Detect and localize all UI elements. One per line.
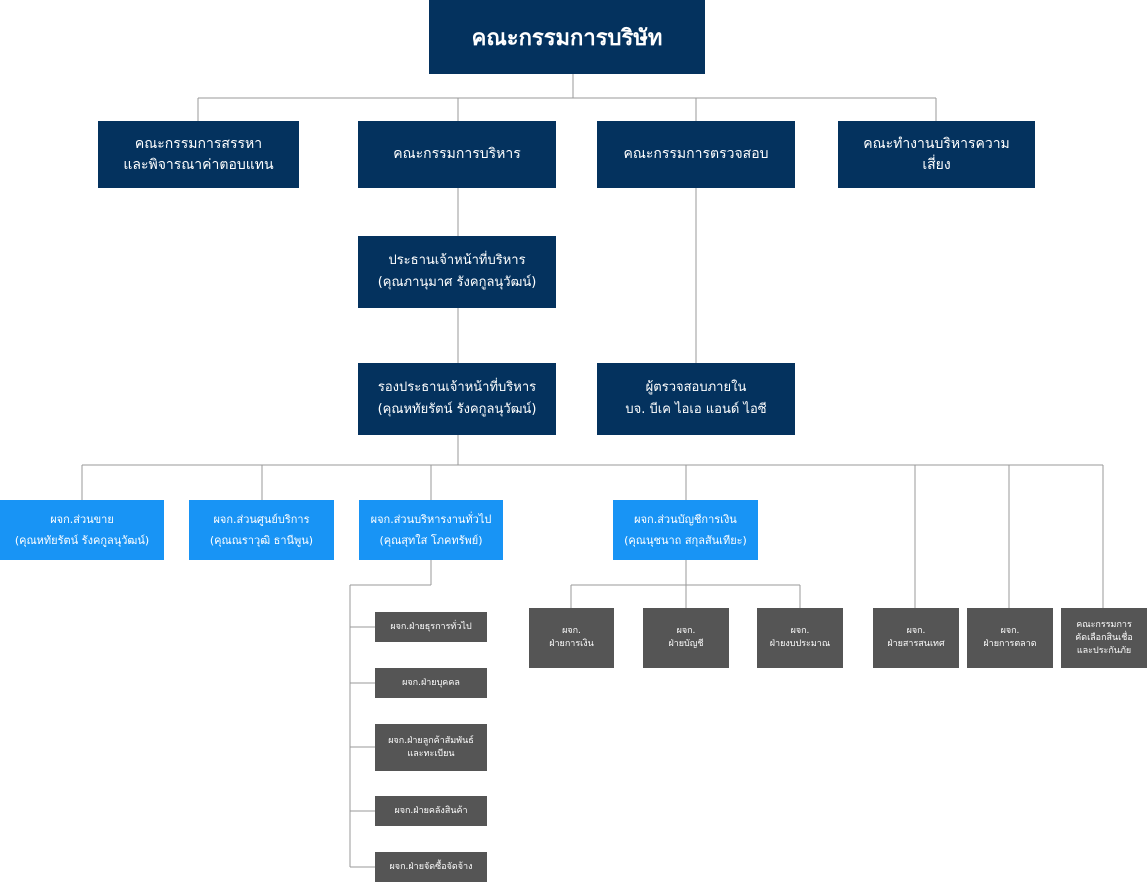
committee-line1: คณะกรรมการตรวจสอบ bbox=[623, 146, 769, 162]
committee-line1: คณะกรรมการบริหาร bbox=[393, 146, 521, 162]
warehouse-dept-box: ผจก.ฝ่ายคลังสินค้า bbox=[375, 796, 487, 826]
dept-line1: ผจก. bbox=[676, 626, 696, 636]
board-title: คณะกรรมการบริษัท bbox=[471, 25, 663, 51]
vice-ceo-box: รองประธานเจ้าหน้าที่บริหาร (คุณหทัยรัตน์… bbox=[358, 363, 556, 435]
credit-insurance-committee-box: คณะกรรมการ คัดเลือกสินเชื่อ และประกันภัย bbox=[1061, 608, 1147, 668]
service-center-manager-box: ผจก.ส่วนศูนย์บริการ (คุณณราวุฒิ ธานีพูน) bbox=[189, 500, 334, 560]
dept-line1: ผจก. bbox=[790, 626, 810, 636]
dept-line1: ผจก. bbox=[906, 626, 926, 636]
it-dept-box: ผจก. ฝ่ายสารสนเทศ bbox=[873, 608, 959, 668]
committee-line1: คณะทำงานบริหารความ bbox=[863, 135, 1010, 152]
risk-management-working-group-box: คณะทำงานบริหารความ เสี่ยง bbox=[838, 121, 1035, 188]
budget-dept-box: ผจก. ฝ่ายงบประมาณ bbox=[757, 608, 843, 668]
finance-dept-box: ผจก. ฝ่ายการเงิน bbox=[529, 608, 614, 668]
committee-line2: และพิจารณาค่าตอบแทน bbox=[123, 156, 274, 173]
hr-dept-box: ผจก.ฝ่ายบุคคล bbox=[375, 668, 487, 698]
dept-line1: คณะกรรมการ bbox=[1076, 619, 1132, 630]
committee-line2: เสี่ยง bbox=[922, 156, 951, 173]
dept-line1: ผจก. bbox=[562, 626, 581, 636]
manager-name: (คุณณราวุฒิ ธานีพูน) bbox=[209, 534, 314, 547]
manager-name: (คุณหทัยรัตน์ รังคกูลนุวัฒน์) bbox=[14, 534, 150, 547]
dept-line2: คัดเลือกสินเชื่อ bbox=[1075, 632, 1133, 643]
dept-line3: และประกันภัย bbox=[1076, 645, 1132, 656]
dept-line2: ฝ่ายงบประมาณ bbox=[769, 639, 831, 649]
dept-line1: ผจก.ฝ่ายจัดซื้อจัดจ้าง bbox=[389, 861, 473, 872]
dept-line1: ผจก.ฝ่ายลูกค้าสัมพันธ์ bbox=[388, 735, 474, 746]
sales-manager-box: ผจก.ส่วนขาย (คุณหทัยรัตน์ รังคกูลนุวัฒน์… bbox=[0, 500, 164, 560]
board-of-directors-box: คณะกรรมการบริษัท bbox=[429, 0, 705, 74]
manager-title: ผจก.ส่วนศูนย์บริการ bbox=[213, 513, 310, 526]
dept-line1: ผจก.ฝ่ายธุรการทั่วไป bbox=[390, 621, 472, 632]
internal-auditor-box: ผู้ตรวจสอบภายใน บจ. บีเค ไอเอ แอนด์ ไอซี bbox=[597, 363, 795, 435]
dept-line2: ฝ่ายการตลาด bbox=[983, 639, 1037, 649]
manager-name: (คุณสุทใส โภคทรัพย์) bbox=[379, 534, 483, 547]
dept-line2: ฝ่ายการเงิน bbox=[549, 639, 594, 649]
nomination-remuneration-committee-box: คณะกรรมการสรรหา และพิจารณาค่าตอบแทน bbox=[98, 121, 299, 188]
dept-line2: ฝ่ายสารสนเทศ bbox=[887, 639, 945, 649]
manager-name: (คุณนุชนาถ สกุลสันเทียะ) bbox=[624, 534, 747, 547]
dept-line1: ผจก.ฝ่ายบุคคล bbox=[402, 677, 460, 688]
vice-ceo-title: รองประธานเจ้าหน้าที่บริหาร bbox=[377, 380, 537, 395]
marketing-dept-box: ผจก. ฝ่ายการตลาด bbox=[967, 608, 1053, 668]
dept-line1: ผจก. bbox=[1000, 626, 1020, 636]
ceo-name: (คุณภานุมาศ รังคกูลนุวัฒน์) bbox=[377, 275, 537, 290]
internal-auditor-title: ผู้ตรวจสอบภายใน bbox=[645, 380, 747, 395]
manager-title: ผจก.ส่วนบริหารงานทั่วไป bbox=[370, 513, 492, 526]
vice-ceo-name: (คุณหทัยรัตน์ รังคกูลนุวัฒน์) bbox=[377, 402, 537, 417]
general-admin-manager-box: ผจก.ส่วนบริหารงานทั่วไป (คุณสุทใส โภคทรั… bbox=[359, 500, 503, 560]
dept-line2: และทะเบียน bbox=[407, 748, 455, 759]
procurement-dept-box: ผจก.ฝ่ายจัดซื้อจัดจ้าง bbox=[375, 852, 487, 882]
manager-title: ผจก.ส่วนขาย bbox=[50, 513, 114, 526]
executive-committee-box: คณะกรรมการบริหาร bbox=[358, 121, 556, 188]
ceo-box: ประธานเจ้าหน้าที่บริหาร (คุณภานุมาศ รังค… bbox=[358, 236, 556, 308]
committee-line1: คณะกรรมการสรรหา bbox=[134, 135, 263, 152]
general-affairs-dept-box: ผจก.ฝ่ายธุรการทั่วไป bbox=[375, 612, 487, 642]
accounting-dept-box: ผจก. ฝ่ายบัญชี bbox=[643, 608, 729, 668]
dept-line1: ผจก.ฝ่ายคลังสินค้า bbox=[394, 805, 468, 816]
customer-relations-dept-box: ผจก.ฝ่ายลูกค้าสัมพันธ์ และทะเบียน bbox=[375, 724, 487, 771]
internal-auditor-name: บจ. บีเค ไอเอ แอนด์ ไอซี bbox=[625, 402, 767, 417]
dept-line2: ฝ่ายบัญชี bbox=[668, 639, 704, 649]
audit-committee-box: คณะกรรมการตรวจสอบ bbox=[597, 121, 795, 188]
manager-title: ผจก.ส่วนบัญชีการเงิน bbox=[634, 513, 737, 526]
finance-accounting-manager-box: ผจก.ส่วนบัญชีการเงิน (คุณนุชนาถ สกุลสันเ… bbox=[613, 500, 758, 560]
ceo-title: ประธานเจ้าหน้าที่บริหาร bbox=[388, 253, 526, 268]
